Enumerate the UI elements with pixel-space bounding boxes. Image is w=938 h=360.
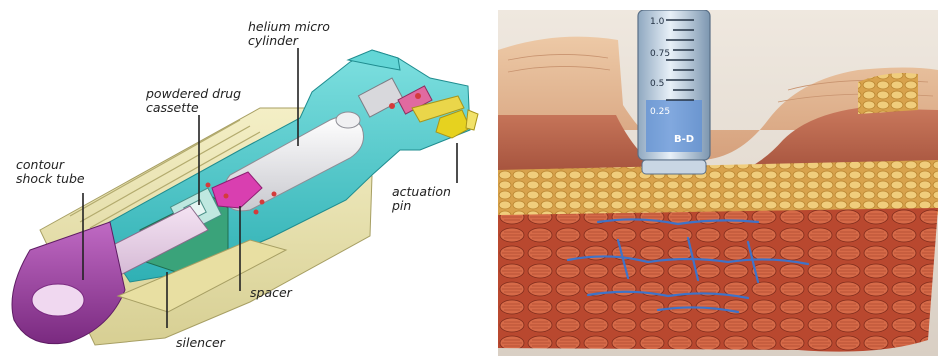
skin-injection-svg: 1.0 0.75 0.5 0.25 B-D	[498, 10, 938, 356]
label-contour-shock-tube: contour shock tube	[16, 158, 85, 186]
label-line: spacer	[250, 286, 292, 300]
syringe-scale-low: 0.5	[650, 79, 664, 89]
device-cutaway-diagram: helium micro cylinder powdered drug cass…	[0, 0, 495, 356]
label-actuation-pin: actuation pin	[392, 185, 451, 213]
label-line: cylinder	[248, 34, 330, 48]
cylinder-nose	[336, 112, 360, 128]
label-silencer: silencer	[176, 336, 225, 350]
label-line: contour	[16, 158, 85, 172]
syringe: 1.0 0.75 0.5 0.25 B-D	[638, 10, 710, 174]
syringe-scale-bottom: 0.25	[650, 107, 670, 117]
label-line: shock tube	[16, 172, 85, 186]
fat-cluster-right	[858, 73, 918, 114]
label-line: silencer	[176, 336, 225, 350]
label-line: pin	[392, 199, 451, 213]
syringe-scale-mid: 0.75	[650, 49, 670, 59]
label-line: powdered drug	[146, 87, 241, 101]
label-spacer: spacer	[250, 286, 292, 300]
skin-injection-illustration: 1.0 0.75 0.5 0.25 B-D	[498, 10, 938, 356]
shock-tube-mouth	[32, 284, 84, 316]
label-line: actuation	[392, 185, 451, 199]
syringe-scale-top: 1.0	[650, 17, 665, 27]
label-line: helium micro	[248, 20, 330, 34]
muscle-layer	[498, 208, 938, 352]
label-line: cassette	[146, 101, 241, 115]
syringe-brand: B-D	[674, 134, 694, 145]
label-helium-micro-cylinder: helium micro cylinder	[248, 20, 330, 48]
label-powdered-drug-cassette: powdered drug cassette	[146, 87, 241, 115]
